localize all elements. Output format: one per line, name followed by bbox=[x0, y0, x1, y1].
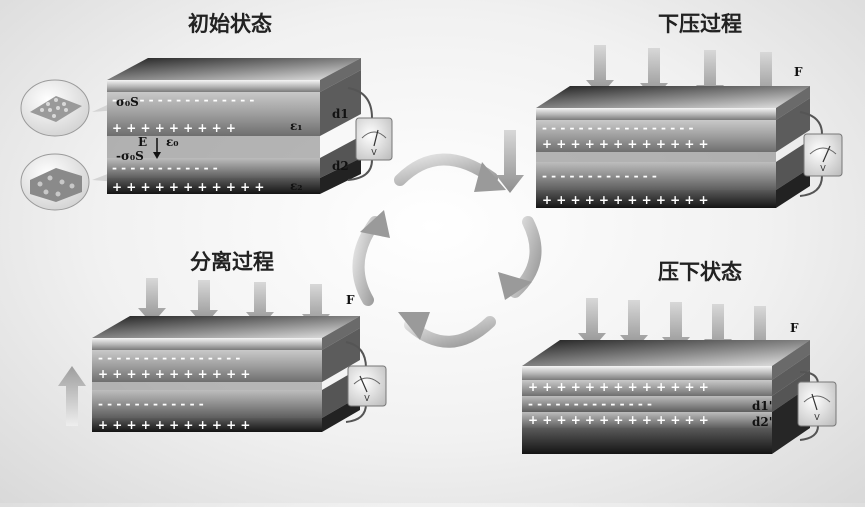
sigma-bottom-label: -σ₀S bbox=[116, 149, 144, 163]
svg-text:+ + + + + + + + + +: + + + + + + + + + + + bbox=[112, 180, 264, 194]
d2-label: d2 bbox=[332, 159, 349, 173]
panel-separating-process: F - - - - - - - - - - - - - - - - + + + … bbox=[58, 278, 387, 432]
voltmeter-pressed: V bbox=[797, 381, 837, 427]
svg-text:V: V bbox=[814, 413, 820, 422]
d1-prime-label: d1' bbox=[752, 399, 772, 413]
svg-text:+ + + + + + + + + +: + + + + + + + + + + + + bbox=[542, 137, 709, 151]
force-label-pressing: F bbox=[794, 65, 803, 79]
svg-text:+ + + + + + + + + +: + + + + + + + + + + + + + bbox=[528, 413, 709, 427]
svg-text:V: V bbox=[364, 394, 370, 403]
zoom-bubble-top bbox=[20, 79, 118, 137]
top-electrode-edge bbox=[107, 80, 320, 92]
title-pressing-process: 下压过程 bbox=[658, 12, 742, 36]
voltmeter-separating: V bbox=[347, 365, 387, 407]
panel-initial-state: - - - - - - - - - - - - - - - - + + + + … bbox=[20, 58, 393, 211]
bottom-electrode bbox=[107, 178, 320, 194]
epsilon0-label: ε₀ bbox=[166, 135, 179, 149]
svg-text:- - - - - - - - - - - - - - -: - - - - - - - - - - - - - - - - bbox=[98, 351, 240, 365]
cycle-arrows bbox=[352, 153, 542, 348]
upward-arrow bbox=[58, 366, 86, 426]
svg-text:- - - - - - - - - -: - - - - - - - - - - - - bbox=[112, 161, 218, 175]
top-electrode-surface bbox=[107, 58, 361, 80]
cycle-arrow-top bbox=[394, 153, 506, 192]
field-label: E bbox=[138, 135, 147, 149]
title-separating-process: 分离过程 bbox=[190, 250, 274, 274]
svg-text:- - - - - - - - - -: - - - - - - - - - - - - - bbox=[542, 169, 657, 183]
svg-text:- - - - - - - - - -: - - - - - - - - - - - - - - bbox=[528, 397, 652, 411]
svg-text:- - - - - - - - - -: - - - - - - - - - - - - bbox=[98, 397, 204, 411]
d2-prime-label: d2' bbox=[752, 415, 772, 429]
cycle-arrow-bottom bbox=[398, 312, 496, 348]
force-label-separating: F bbox=[346, 293, 355, 307]
cycle-arrow-right bbox=[498, 216, 542, 300]
svg-text:+ + + + + + + + +: + + + + + + + + + bbox=[112, 121, 236, 135]
panel-pressed-state: F + + + + + + + + + + + + + - - - - - - … bbox=[522, 298, 837, 454]
svg-text:V: V bbox=[820, 164, 826, 173]
svg-text:+ + + + + + + + + +: + + + + + + + + + + + bbox=[98, 367, 250, 381]
svg-text:- - - - - - - - - - - - - - -: - - - - - - - - - - - - - - - - bbox=[112, 93, 254, 107]
panel-pressing-process: F - - - - - - - - - - - - - - - - - + + … bbox=[496, 45, 843, 208]
d1-label: d1 bbox=[332, 107, 349, 121]
title-pressed-state: 压下状态 bbox=[658, 260, 742, 284]
cycle-arrow-left bbox=[352, 210, 390, 306]
voltmeter-pressing: V bbox=[803, 133, 843, 177]
zoom-bubble-bottom bbox=[20, 153, 118, 211]
top-dielectric bbox=[107, 92, 320, 136]
title-initial-state: 初始状态 bbox=[188, 12, 272, 36]
svg-text:V: V bbox=[371, 148, 377, 157]
svg-text:+ + + + + + + + + +: + + + + + + + + + + + + bbox=[542, 193, 709, 207]
svg-text:- - - - - - - - - - - - - - -: - - - - - - - - - - - - - - - - - bbox=[542, 121, 694, 135]
voltmeter-initial: V bbox=[355, 117, 393, 161]
epsilon1-label: ε₁ bbox=[290, 119, 303, 133]
epsilon2-label: ε₂ bbox=[290, 179, 303, 193]
svg-text:+ + + + + + + + + +: + + + + + + + + + + + + + bbox=[528, 380, 709, 394]
bottom-dielectric bbox=[107, 158, 320, 178]
force-label-pressed: F bbox=[790, 321, 799, 335]
sigma-top-label: σ₀S bbox=[116, 95, 139, 109]
svg-text:+ + + + + + + + + +: + + + + + + + + + + + bbox=[98, 418, 250, 432]
